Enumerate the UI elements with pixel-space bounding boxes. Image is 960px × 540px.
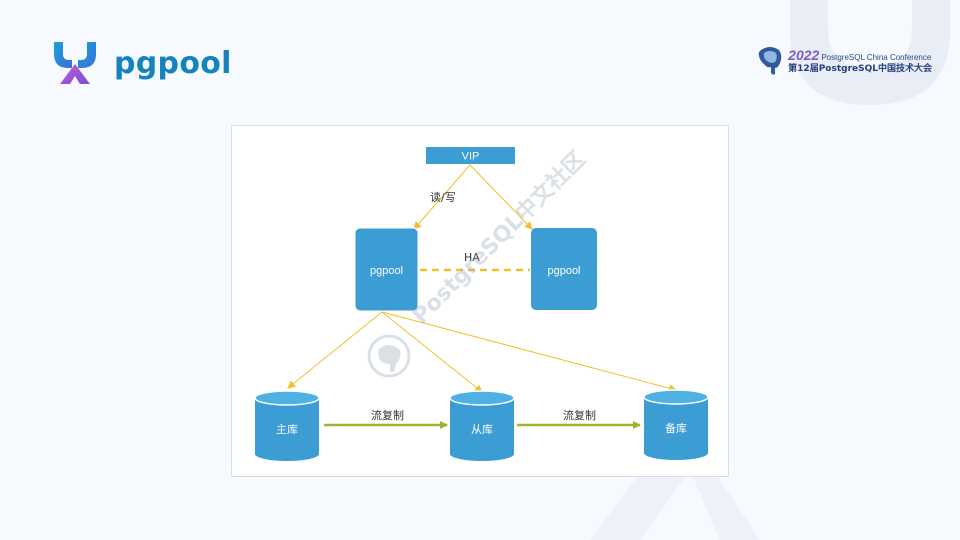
decor-triangle-inner [640,470,720,540]
vip-label: VIP [462,151,480,163]
elephant-icon [758,47,782,75]
pgpool-to-backup-edge [381,311,677,393]
watermark-elephant-icon [367,334,411,378]
conference-year: 2022 [788,47,820,63]
primary-db-node: 主库 [254,390,320,461]
vip-to-pgpool-left-edge [413,164,471,230]
pgpool-logo-icon [54,42,96,84]
conference-subtitle: 第12届PostgreSQL中国技术大会 [788,64,932,74]
pgpool-to-primary-edge [287,311,383,389]
replication-label-2: 流复制 [563,408,596,422]
pgpool-left-label: pgpool [370,265,403,277]
standby-db-node: 从库 [449,390,515,461]
standby-db-label: 从库 [471,423,493,436]
pgpool-right-label: pgpool [547,265,580,277]
ha-label: HA [464,251,480,264]
architecture-diagram: VIP pgpool pgpool 主库 从库 备库 读/写 HA [231,125,729,477]
brand-logo: pgpool [52,42,232,84]
read-write-label: 读/写 [430,190,456,204]
replication-label-1: 流复制 [371,408,404,422]
pgpool-left-node: pgpool [354,227,419,312]
vip-node: VIP [426,147,515,164]
pgpool-to-standby-edge [381,311,483,393]
vip-to-pgpool-right-edge [469,164,533,230]
backup-db-label: 备库 [665,421,687,435]
diagram-canvas: VIP pgpool pgpool 主库 从库 备库 读/写 HA [254,147,709,461]
pgpool-right-node: pgpool [531,228,597,310]
brand-name: pgpool [114,45,232,81]
conference-title: PostgreSQL China Conference [821,53,932,62]
primary-db-label: 主库 [276,423,298,436]
backup-db-node: 备库 [643,389,709,460]
conference-logo: 2022 PostgreSQL China Conference 第12届Pos… [756,46,932,76]
